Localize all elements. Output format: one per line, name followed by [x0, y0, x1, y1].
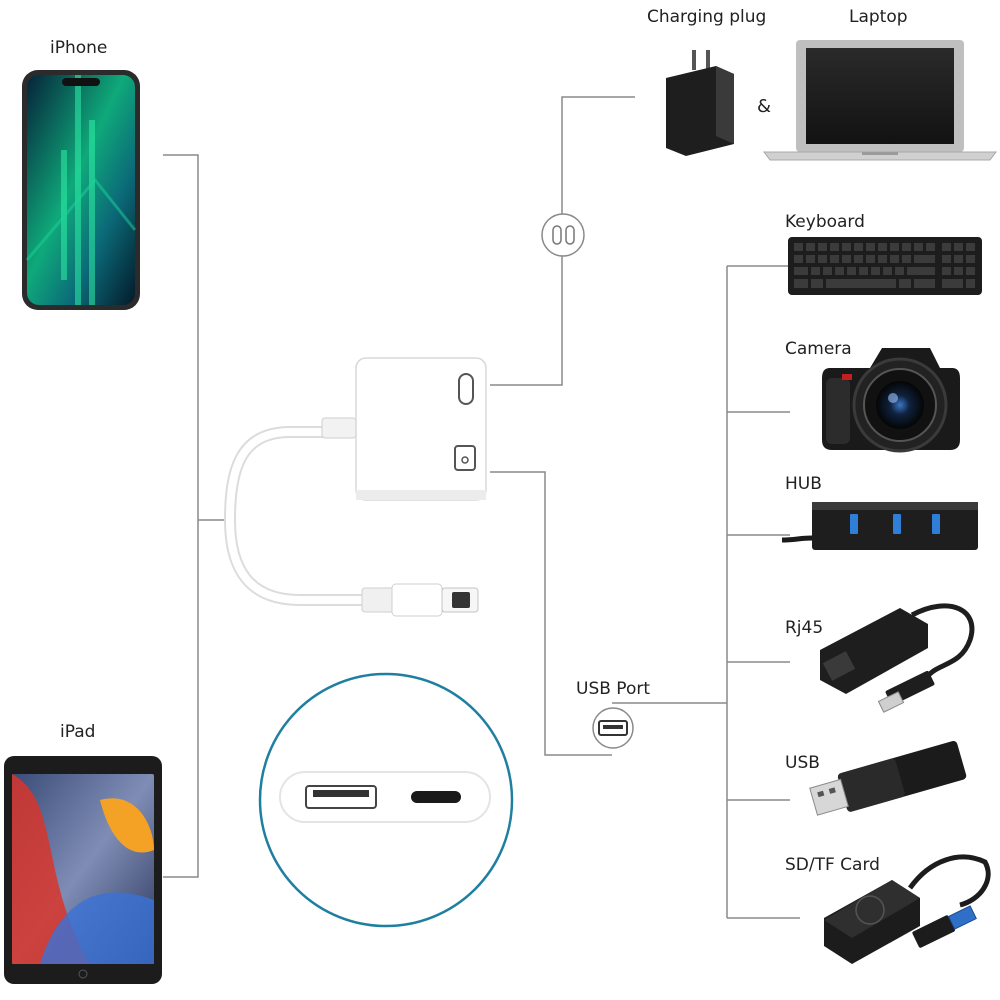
lightning-port-icon — [458, 373, 474, 405]
keyboard-image — [788, 237, 982, 295]
label-sdtf-card: SD/TF Card — [785, 855, 880, 875]
hub-image — [781, 502, 978, 550]
laptop-image — [763, 40, 997, 161]
sdtf-card-reader-image — [824, 854, 991, 964]
ipad-image — [4, 756, 162, 984]
ampersand-label: & — [757, 96, 771, 117]
usb-port-icon — [454, 445, 476, 471]
usb-link-line — [490, 471, 612, 756]
label-camera: Camera — [785, 339, 852, 359]
charging-plug-image — [666, 50, 734, 156]
label-usb: USB — [785, 753, 820, 773]
adapter-image — [223, 357, 487, 617]
label-rj45: Rj45 — [785, 618, 824, 638]
label-iphone: iPhone — [50, 38, 108, 58]
label-ipad: iPad — [60, 722, 96, 742]
lightning-port-badge — [541, 213, 585, 257]
label-charging-plug: Charging plug — [647, 7, 767, 27]
label-keyboard: Keyboard — [785, 212, 865, 232]
iphone-link-line — [163, 154, 199, 878]
usb-drive-image — [809, 740, 967, 816]
label-laptop: Laptop — [849, 7, 908, 27]
usb-port-badge — [592, 707, 634, 749]
label-hub: HUB — [785, 474, 822, 494]
camera-image — [822, 348, 960, 453]
rj45-image — [820, 603, 975, 713]
iphone-image — [22, 70, 140, 310]
label-usb-port: USB Port — [576, 679, 651, 699]
ports-closeup-circle — [258, 672, 514, 928]
